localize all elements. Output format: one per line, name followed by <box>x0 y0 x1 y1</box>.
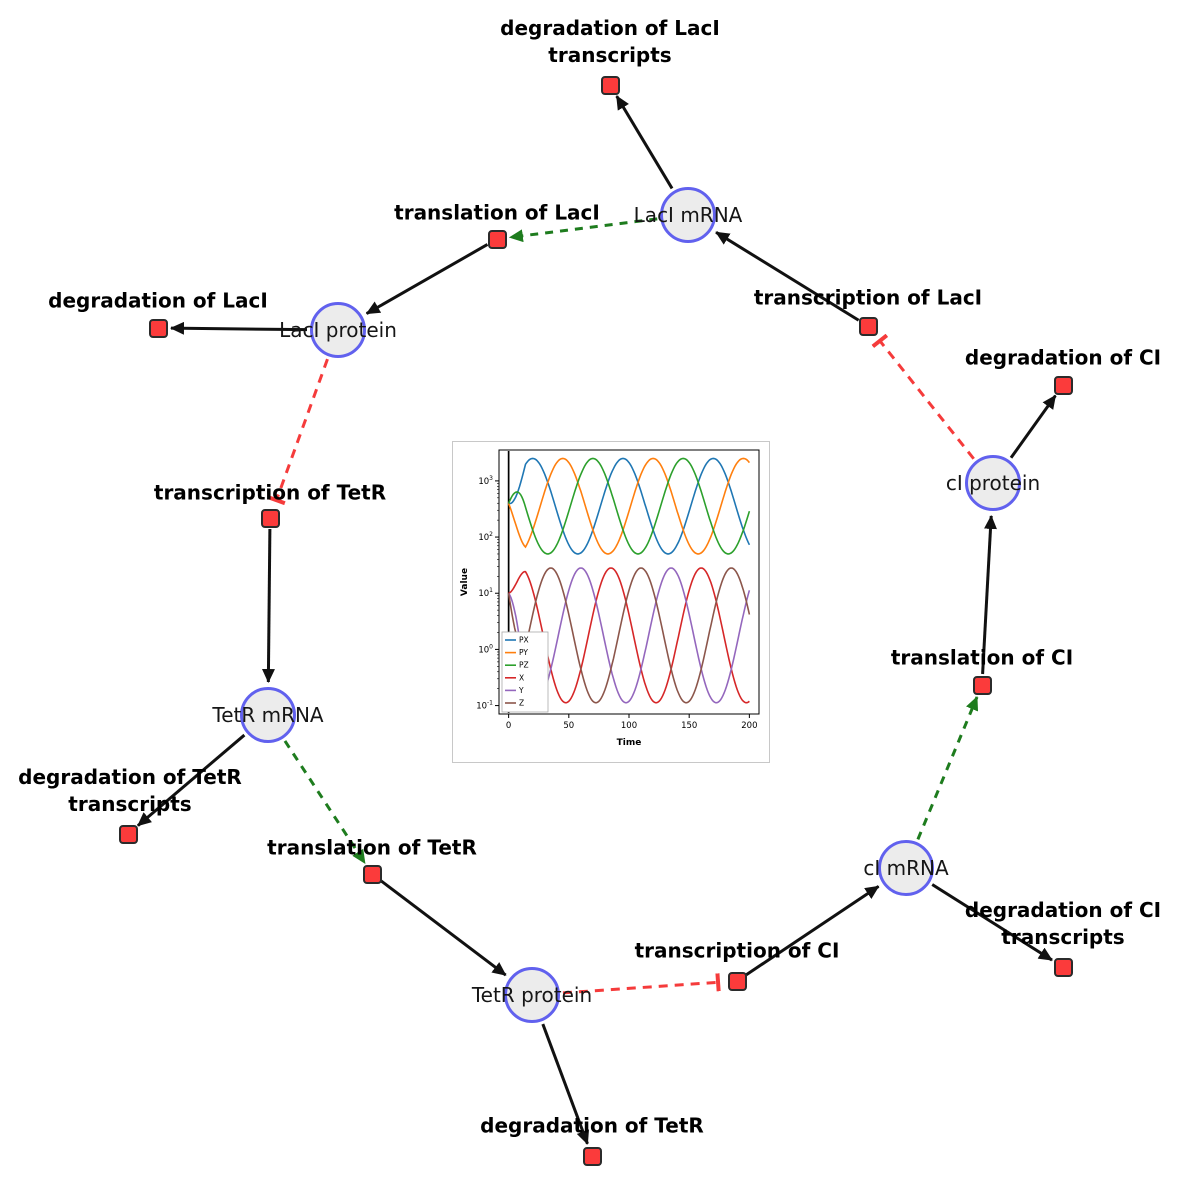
edge-ci_protein-to-deg_ci <box>1009 394 1057 459</box>
species-node-tetr_protein <box>504 967 560 1023</box>
reaction-node-transcription_tetr <box>260 508 280 528</box>
edge-laci_protein-to-transcription_tetr <box>267 358 329 506</box>
edge-tetr_protein-to-transcription_ci <box>562 973 721 995</box>
species-label-laci_mrna: LacI mRNA <box>633 203 743 227</box>
chart-x-tick-label: 100 <box>621 721 637 731</box>
chart-series-PX <box>508 457 751 555</box>
species-label-tetr_protein: TetR protein <box>471 983 593 1007</box>
species-label-tetr_mrna: TetR mRNA <box>212 703 324 727</box>
chart-x-axis-label: Time <box>616 738 642 748</box>
species-node-laci_mrna <box>660 187 716 243</box>
chart-x-tick-label: 0 <box>506 721 511 731</box>
chart-x-tick-label: 50 <box>563 721 574 731</box>
edge-ci_mrna-to-deg_ci_tx <box>931 883 1053 962</box>
species-label-ci_mrna: cI mRNA <box>863 856 949 880</box>
edge-tetr_mrna-to-translation_tetr <box>283 740 367 864</box>
chart-series-Z <box>507 567 751 704</box>
chart-legend-label: X <box>519 673 524 682</box>
chart-y-tick-label: 10-1 <box>476 700 493 712</box>
chart-y-axis-label: Value <box>460 567 470 597</box>
species-node-ci_mrna <box>878 840 934 896</box>
edge-laci_protein-to-deg_laci <box>169 321 308 335</box>
chart-x-tick-label: 150 <box>681 721 697 731</box>
species-node-tetr_mrna <box>240 687 296 743</box>
species-label-laci_protein: LacI protein <box>279 318 397 342</box>
chart-y-tick-label: 100 <box>478 643 493 655</box>
reaction-node-deg_laci <box>148 318 168 338</box>
edge-ci_mrna-to-translation_ci <box>916 696 979 840</box>
chart-series-PY <box>507 457 751 555</box>
edge-tetr_protein-to-deg_tetr <box>541 1023 590 1145</box>
species-node-ci_protein <box>965 455 1021 511</box>
edge-laci_mrna-to-translation_laci <box>508 217 658 243</box>
edge-transcription_tetr-to-tetr_mrna <box>261 528 275 684</box>
edge-translation_tetr-to-tetr_protein <box>379 879 507 977</box>
species-node-laci_protein <box>310 302 366 358</box>
edge-tetr_mrna-to-deg_tetr_tx <box>136 733 246 827</box>
species-label-ci_protein: cI protein <box>945 471 1041 495</box>
reaction-label-transcription_tetr: transcription of TetR <box>153 480 387 505</box>
chart-legend-box <box>501 631 549 713</box>
reaction-label-translation_ci: translation of CI <box>890 645 1074 670</box>
reaction-label-translation_laci: translation of LacI <box>394 200 600 225</box>
reaction-node-translation_ci <box>972 675 992 695</box>
edge-translation_ci-to-ci_protein <box>981 514 997 675</box>
edge-ci_protein-to-transcription_laci <box>871 333 975 460</box>
chart-y-tick-label: 103 <box>478 475 493 487</box>
reaction-label-deg_laci: degradation of LacI <box>48 288 268 313</box>
reaction-label-transcription_ci: transcription of CI <box>634 938 840 963</box>
chart-series-X <box>508 567 750 704</box>
reaction-node-deg_ci_tx <box>1053 957 1073 977</box>
edge-translation_laci-to-laci_protein <box>365 243 489 315</box>
reaction-node-deg_laci_tx <box>600 75 620 95</box>
reaction-label-transcription_laci: transcription of LacI <box>753 285 983 310</box>
reaction-node-deg_ci <box>1053 375 1073 395</box>
reaction-node-deg_tetr <box>582 1146 602 1166</box>
chart-legend-label: Z <box>519 699 524 708</box>
chart-y-tick-label: 102 <box>478 531 493 543</box>
chart-x-tick-label: 200 <box>741 721 757 731</box>
chart-legend-label: PY <box>519 648 528 657</box>
chart-series-PZ <box>507 457 751 555</box>
reaction-node-transcription_laci <box>858 316 878 336</box>
edge-transcription_ci-to-ci_mrna <box>745 885 880 977</box>
edge-transcription_laci-to-laci_mrna <box>715 231 860 322</box>
reaction-node-deg_tetr_tx <box>118 824 138 844</box>
reaction-node-transcription_ci <box>727 971 747 991</box>
chart-y-tick-label: 101 <box>478 587 493 599</box>
reaction-label-translation_tetr: translation of TetR <box>267 835 477 860</box>
chart-series-Y <box>507 567 751 704</box>
reaction-label-deg_ci: degradation of CI <box>964 345 1162 370</box>
chart-legend-label: PX <box>519 636 529 645</box>
reaction-label-deg_tetr: degradation of TetR <box>480 1113 704 1138</box>
reaction-node-translation_tetr <box>362 864 382 884</box>
chart-legend-label: Y <box>518 686 524 695</box>
reaction-node-translation_laci <box>487 229 507 249</box>
chart-legend-label: PZ <box>519 661 529 670</box>
edge-laci_mrna-to-deg_laci_tx <box>615 95 674 190</box>
